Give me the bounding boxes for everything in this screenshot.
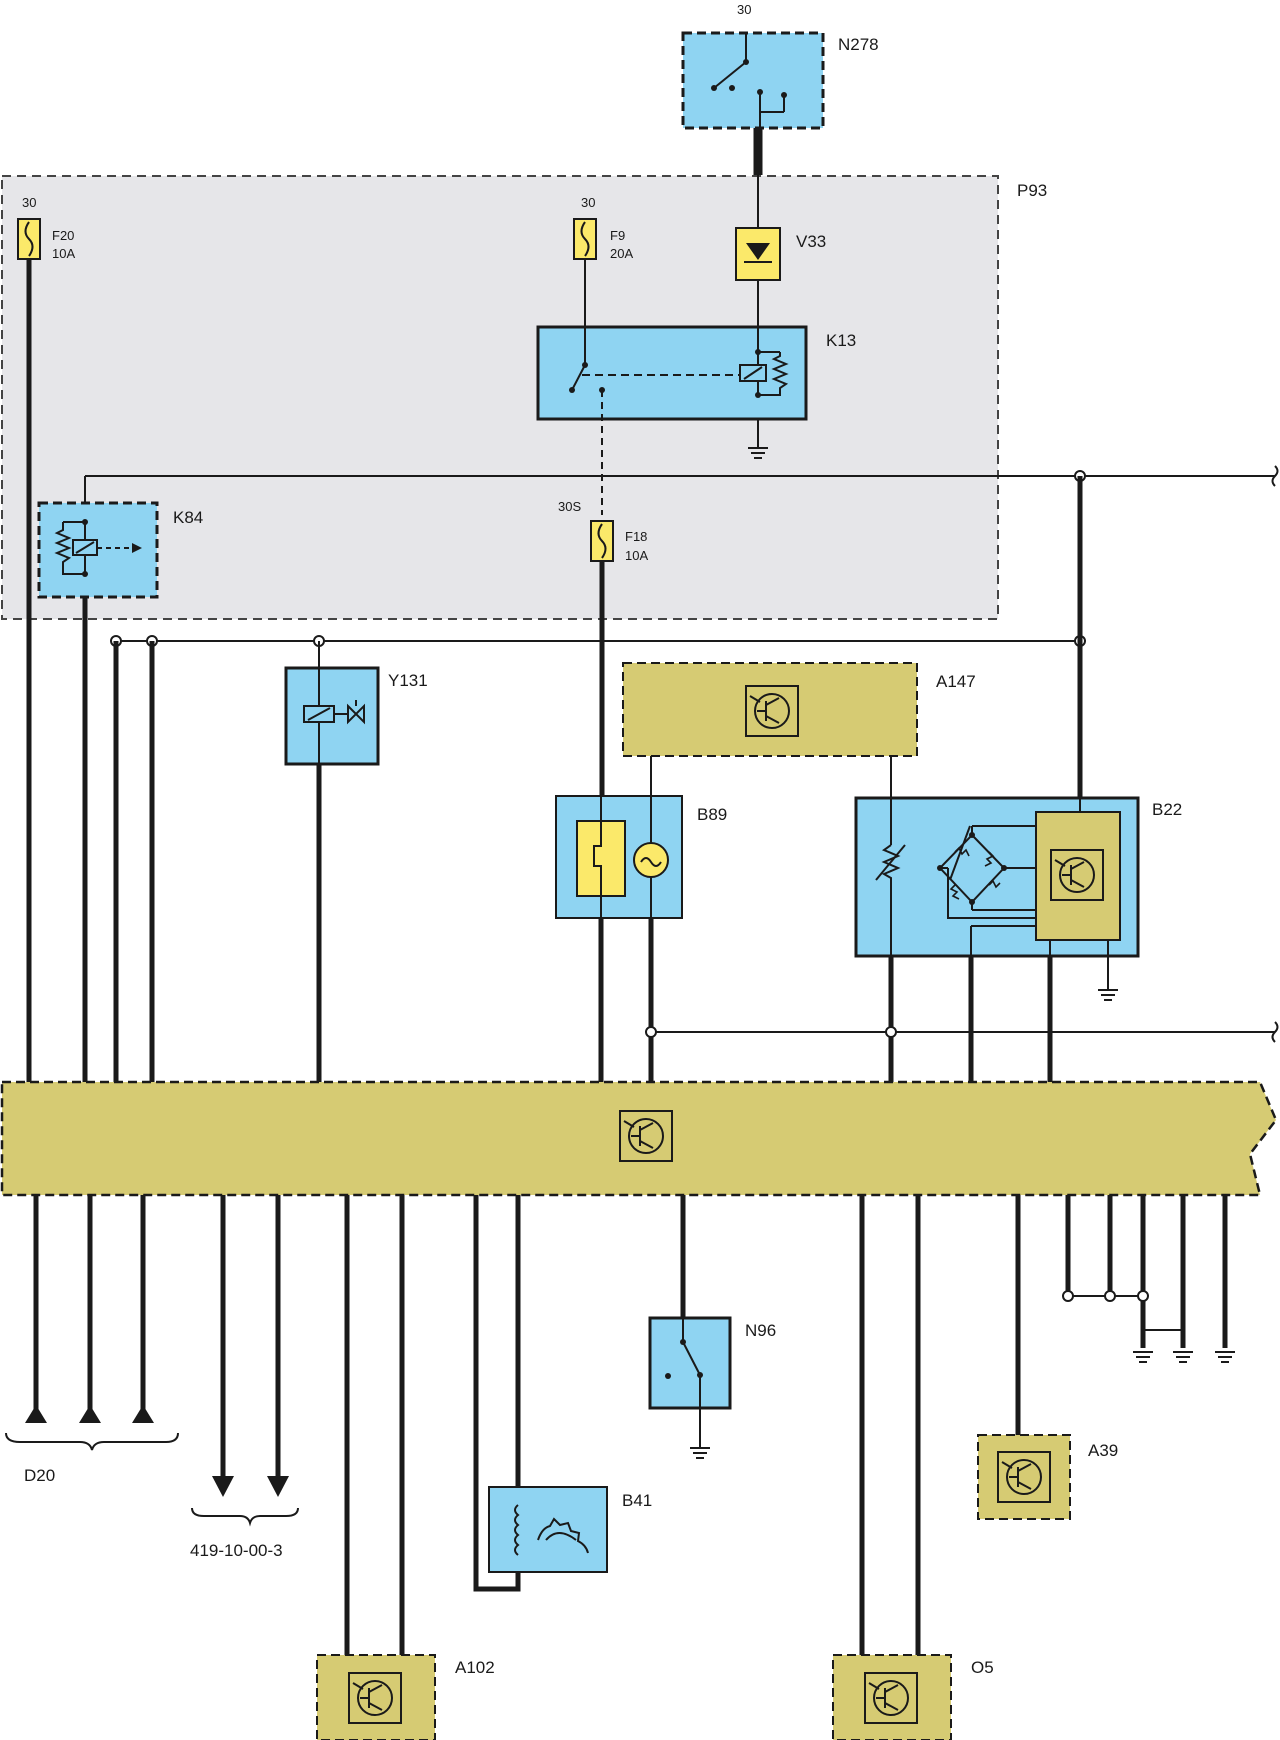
ground-icon [748, 447, 768, 459]
f18-name: F18 [625, 529, 647, 544]
n278-component: N278 30 [681, 2, 879, 130]
b22-sensor: B22 [854, 796, 1182, 958]
fuse-f9: 30 F9 20A [573, 195, 633, 261]
ref-brace [191, 1507, 299, 1527]
f9-name: F9 [610, 228, 625, 243]
d20-brace [5, 1432, 179, 1451]
f20-terminal: 30 [22, 195, 36, 210]
a102-module: A102 [316, 1654, 495, 1740]
a147-label: A147 [936, 672, 976, 691]
ref-label: 419-10-00-3 [190, 1541, 283, 1560]
f9-terminal: 30 [581, 195, 595, 210]
fuse-f18: 30S F18 10A [558, 499, 648, 563]
k13-relay: K13 [536, 325, 856, 421]
ground-icon [1133, 1351, 1153, 1363]
f18-terminal: 30S [558, 499, 581, 514]
n96-switch: N96 [648, 1316, 776, 1410]
f20-rating: 10A [52, 246, 75, 261]
n278-terminal-30: 30 [737, 2, 751, 17]
k84-relay: K84 [37, 501, 203, 599]
a39-label: A39 [1088, 1441, 1118, 1460]
b41-sensor: B41 [488, 1486, 652, 1573]
n96-label: N96 [745, 1321, 776, 1340]
a102-label: A102 [455, 1658, 495, 1677]
y131-valve: Y131 [284, 641, 428, 766]
n278-label: N278 [838, 35, 879, 54]
o5-label: O5 [971, 1658, 994, 1677]
b89-label: B89 [697, 805, 727, 824]
p93-label: P93 [1017, 181, 1047, 200]
d20-label: D20 [24, 1466, 55, 1485]
a147-module: A147 [622, 662, 976, 757]
v33-label: V33 [796, 232, 826, 251]
b41-label: B41 [622, 1491, 652, 1510]
b89-sensor: B89 [555, 795, 727, 919]
ground-icon [1215, 1351, 1235, 1363]
ground-icon [690, 1447, 710, 1459]
ground-icon [1098, 989, 1118, 1001]
p93-fusebox [1, 175, 999, 620]
f18-rating: 10A [625, 548, 648, 563]
f20-name: F20 [52, 228, 74, 243]
f9-rating: 20A [610, 246, 633, 261]
k84-label: K84 [173, 508, 203, 527]
ground-icon [1173, 1351, 1193, 1363]
fuse-f20: 30 F20 10A [17, 195, 75, 261]
main-control-module [0, 1080, 1278, 1197]
o5-module: O5 [832, 1654, 994, 1740]
a39-module: A39 [977, 1434, 1118, 1520]
b22-label: B22 [1152, 800, 1182, 819]
y131-label: Y131 [388, 671, 428, 690]
k13-label: K13 [826, 331, 856, 350]
